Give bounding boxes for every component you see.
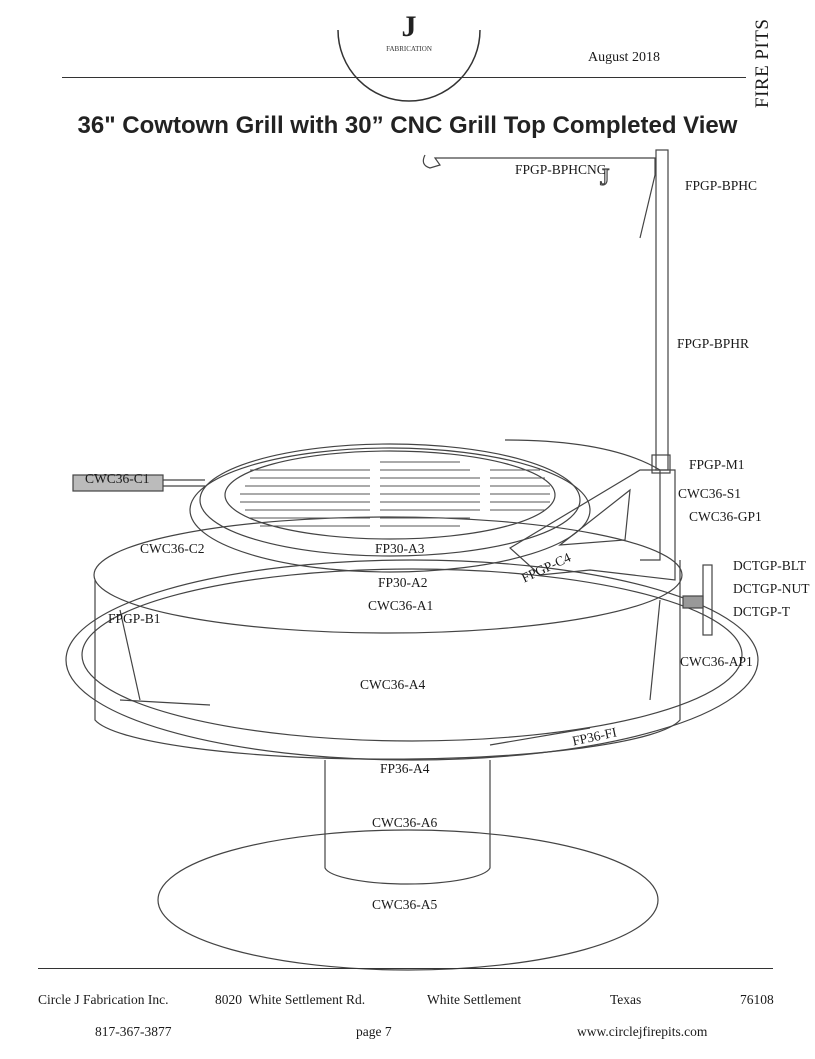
label-cwc36-a1: CWC36-A1 [368, 598, 434, 613]
date: August 2018 [588, 50, 660, 65]
footer-company: Circle J Fabrication Inc. [38, 992, 169, 1007]
footer-website[interactable]: www.circlejfirepits.com [577, 1024, 708, 1039]
label-cwc36-a6: CWC36-A6 [372, 815, 438, 830]
grill-ring [189, 447, 591, 573]
footer-city: White Settlement [427, 992, 522, 1007]
column [324, 760, 491, 885]
label-cwc36-a4: CWC36-A4 [360, 677, 426, 692]
label-cwc36-gp1: CWC36-GP1 [689, 509, 762, 524]
side-label: FIRE PITS [752, 18, 773, 109]
label-cwc36-c1: CWC36-C1 [85, 471, 150, 486]
grill-slots [240, 461, 550, 527]
footer-page-number: page 7 [356, 1024, 392, 1039]
pole [655, 149, 669, 471]
label-cwc36-c2: CWC36-C2 [140, 541, 205, 556]
footer-phone: 817-367-3877 [95, 1024, 172, 1039]
hanger-arm [422, 154, 656, 239]
label-cwc36-s1: CWC36-S1 [678, 486, 742, 501]
label-cwc36-a5: CWC36-A5 [372, 897, 438, 912]
label-fp36-a4: FP36-A4 [380, 761, 430, 776]
footer-state: Texas [610, 992, 642, 1007]
label-cwc36-ap1: CWC36-AP1 [680, 654, 753, 669]
header-divider [62, 77, 746, 78]
spring-handle [72, 474, 164, 492]
footer-address: 8020 White Settlement Rd. [215, 992, 366, 1007]
footer-divider [38, 968, 773, 969]
footer-zip: 76108 [740, 992, 774, 1007]
base-plate [157, 829, 659, 971]
label-fpgp-m1: FPGP-M1 [689, 457, 745, 472]
svg-text:J: J [402, 10, 417, 43]
label-dctgp-t: DCTGP-T [733, 604, 790, 619]
page-title: 36" Cowtown Grill with 30” CNC Grill Top… [77, 112, 738, 139]
svg-text:FABRICATION: FABRICATION [386, 45, 432, 53]
outer-ring [65, 559, 759, 761]
label-fp30-a3: FP30-A3 [375, 541, 425, 556]
label-fpgp-bphcnc: FPGP-BPHCNC [515, 162, 606, 177]
label-fpgp-b1: FPGP-B1 [108, 611, 161, 626]
label-dctgp-blt: DCTGP-BLT [733, 558, 807, 573]
label-fpgp-bphc: FPGP-BPHC [685, 178, 758, 193]
svg-text:J: J [600, 165, 609, 191]
grill-bracket [508, 469, 676, 581]
label-dctgp-nut: DCTGP-NUT [733, 581, 810, 596]
circle-j-logo: J FABRICATION [337, 10, 481, 102]
label-fpgp-bphr: FPGP-BPHR [677, 336, 750, 351]
label-fp30-a2: FP30-A2 [378, 575, 428, 590]
body-cylinder [94, 560, 681, 760]
